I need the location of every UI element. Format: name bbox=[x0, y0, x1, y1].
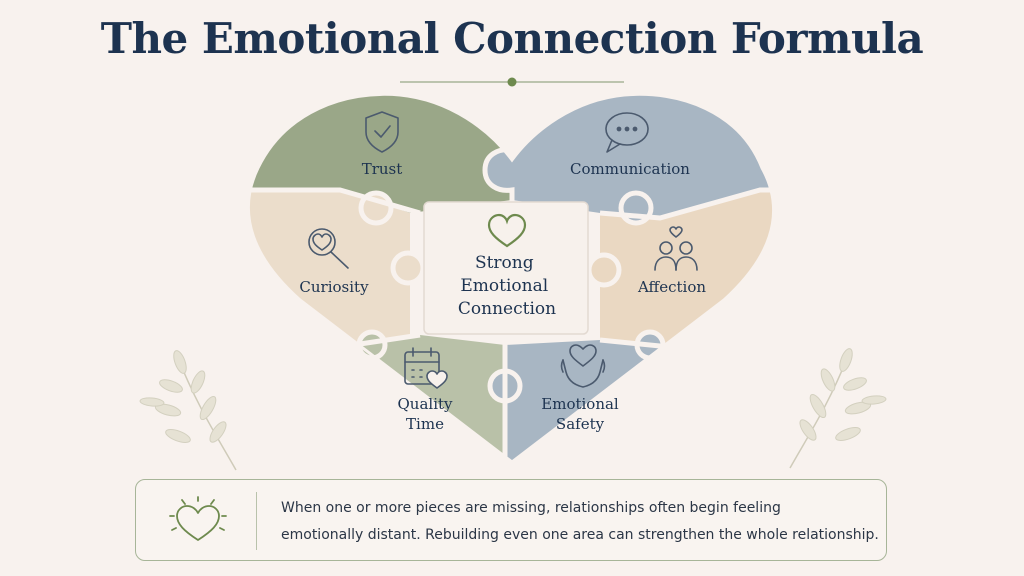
callout-text: When one or more pieces are missing, rel… bbox=[281, 495, 881, 549]
center-label-line-2: Emotional bbox=[460, 276, 548, 296]
leaf-sprig-left-icon bbox=[139, 350, 237, 471]
piece-label-curiosity: Curiosity bbox=[299, 278, 369, 296]
piece-label-affection: Affection bbox=[637, 278, 706, 296]
center-piece: Strong Emotional Connection bbox=[423, 201, 589, 335]
shield-check-icon bbox=[365, 111, 399, 153]
center-label-line-1: Strong bbox=[475, 253, 534, 273]
heart-outline-icon bbox=[487, 213, 527, 248]
title-divider bbox=[400, 77, 624, 87]
puzzle-piece-trust bbox=[248, 94, 512, 213]
callout-separator bbox=[256, 492, 257, 550]
piece-label-emotional-safety-line-1: Emotional bbox=[541, 395, 619, 413]
magnifier-heart-icon bbox=[308, 228, 349, 269]
couple-hearts-icon bbox=[654, 226, 698, 271]
leaf-sprig-right-icon bbox=[789, 348, 887, 469]
callout-line-2: emotionally distant. Rebuilding even one… bbox=[281, 527, 879, 543]
center-label-line-3: Connection bbox=[458, 299, 556, 319]
hands-heart-icon bbox=[560, 344, 606, 388]
svg-text:Strong Emotional C: Strong Emotional Connection bbox=[458, 253, 556, 319]
callout-box: When one or more pieces are missing, rel… bbox=[135, 479, 887, 561]
glowing-heart-icon bbox=[169, 496, 227, 541]
speech-bubble-icon bbox=[605, 112, 649, 153]
piece-label-communication: Communication bbox=[570, 160, 690, 178]
calendar-heart-icon bbox=[404, 347, 448, 389]
puzzle-piece-communication bbox=[485, 94, 774, 218]
piece-label-quality-time-line-1: Quality bbox=[398, 395, 454, 413]
page-title: The Emotional Connection Formula bbox=[100, 14, 924, 63]
callout-line-1: When one or more pieces are missing, rel… bbox=[281, 500, 781, 516]
piece-label-quality-time-line-2: Time bbox=[406, 415, 444, 433]
piece-label-trust: Trust bbox=[362, 160, 403, 178]
piece-label-emotional-safety-line-2: Safety bbox=[556, 415, 605, 433]
